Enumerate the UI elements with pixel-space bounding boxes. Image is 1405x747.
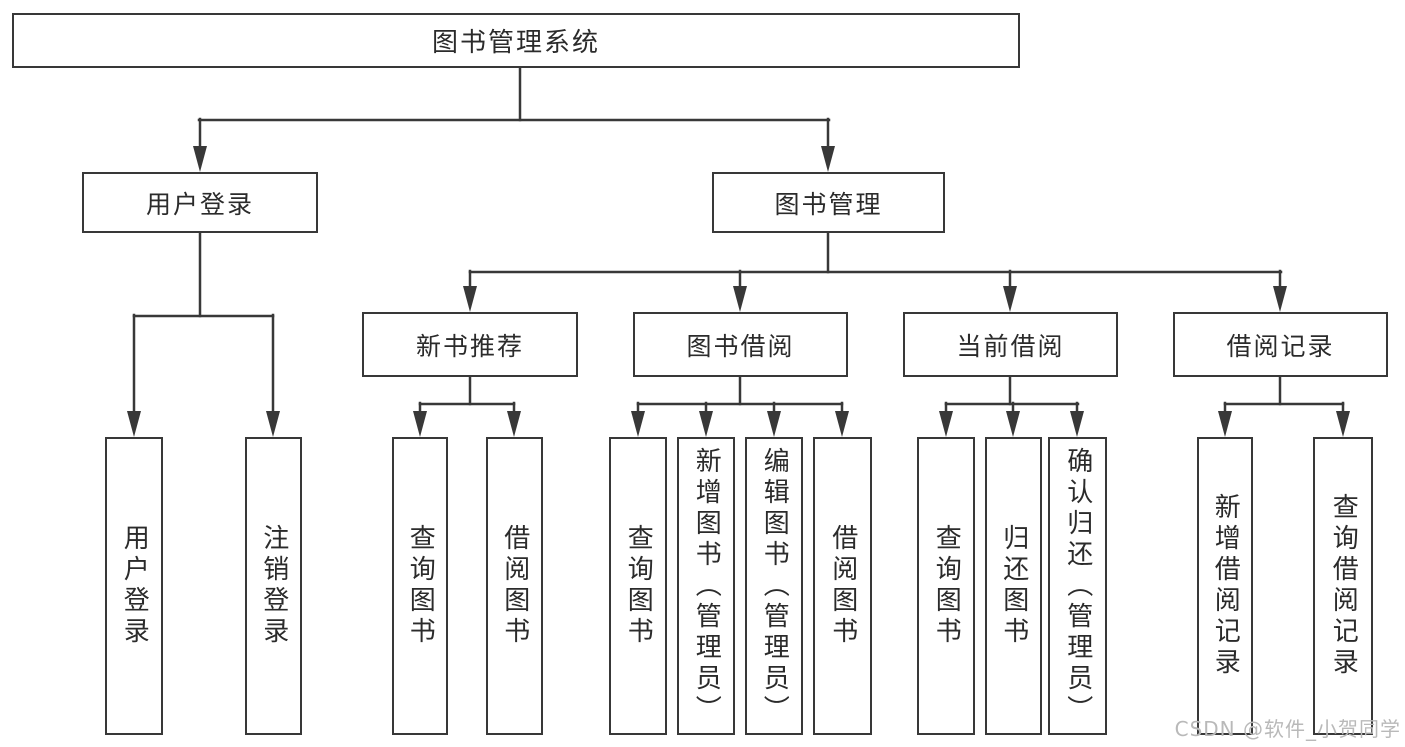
node-user-login: 用户登录 xyxy=(82,172,318,233)
node-label: 查询借阅记录 xyxy=(1328,493,1359,679)
node-label: 编辑图书（管理员） xyxy=(759,446,790,726)
node-label: 借阅图书 xyxy=(499,524,530,648)
node-label: 注销登录 xyxy=(258,524,289,648)
node-logout: 注销登录 xyxy=(245,437,302,735)
node-label: 当前借阅 xyxy=(956,331,1065,361)
node-return-book: 归还图书 xyxy=(985,437,1042,735)
node-label: 借阅图书 xyxy=(827,524,858,648)
node-label: 用户登录 xyxy=(145,189,254,219)
node-label: 图书管理 xyxy=(774,189,883,219)
node-query-books-recommend: 查询图书 xyxy=(392,437,448,735)
node-borrow-records: 借阅记录 xyxy=(1173,312,1388,377)
node-label: 查询图书 xyxy=(623,524,654,648)
node-query-books-current: 查询图书 xyxy=(917,437,975,735)
node-label: 确认归还（管理员） xyxy=(1062,446,1093,726)
node-new-book-recommend: 新书推荐 xyxy=(362,312,578,377)
node-book-borrow: 图书借阅 xyxy=(633,312,848,377)
node-library-management-system: 图书管理系统 xyxy=(12,13,1020,68)
node-query-books-borrow: 查询图书 xyxy=(609,437,667,735)
node-label: 图书借阅 xyxy=(686,331,795,361)
node-label: 新增借阅记录 xyxy=(1210,493,1241,679)
node-confirm-return-admin: 确认归还（管理员） xyxy=(1048,437,1107,735)
node-current-borrow: 当前借阅 xyxy=(903,312,1118,377)
node-label: 归还图书 xyxy=(998,524,1029,648)
node-add-borrow-record: 新增借阅记录 xyxy=(1197,437,1253,735)
node-label: 借阅记录 xyxy=(1226,331,1335,361)
node-label: 新书推荐 xyxy=(415,331,524,361)
node-label: 新增图书（管理员） xyxy=(691,446,722,726)
node-label: 查询图书 xyxy=(931,524,962,648)
node-query-borrow-record: 查询借阅记录 xyxy=(1313,437,1373,735)
node-label: 用户登录 xyxy=(119,524,150,648)
node-edit-book-admin: 编辑图书（管理员） xyxy=(745,437,803,735)
node-borrow-books-recommend: 借阅图书 xyxy=(486,437,543,735)
node-borrow-books-leaf: 借阅图书 xyxy=(813,437,872,735)
node-add-book-admin: 新增图书（管理员） xyxy=(677,437,735,735)
node-label: 图书管理系统 xyxy=(431,28,600,58)
node-label: 查询图书 xyxy=(405,524,436,648)
node-book-management: 图书管理 xyxy=(712,172,945,233)
node-user-login-leaf: 用户登录 xyxy=(105,437,163,735)
csdn-watermark: CSDN @软件_小贺同学 xyxy=(1174,717,1401,741)
